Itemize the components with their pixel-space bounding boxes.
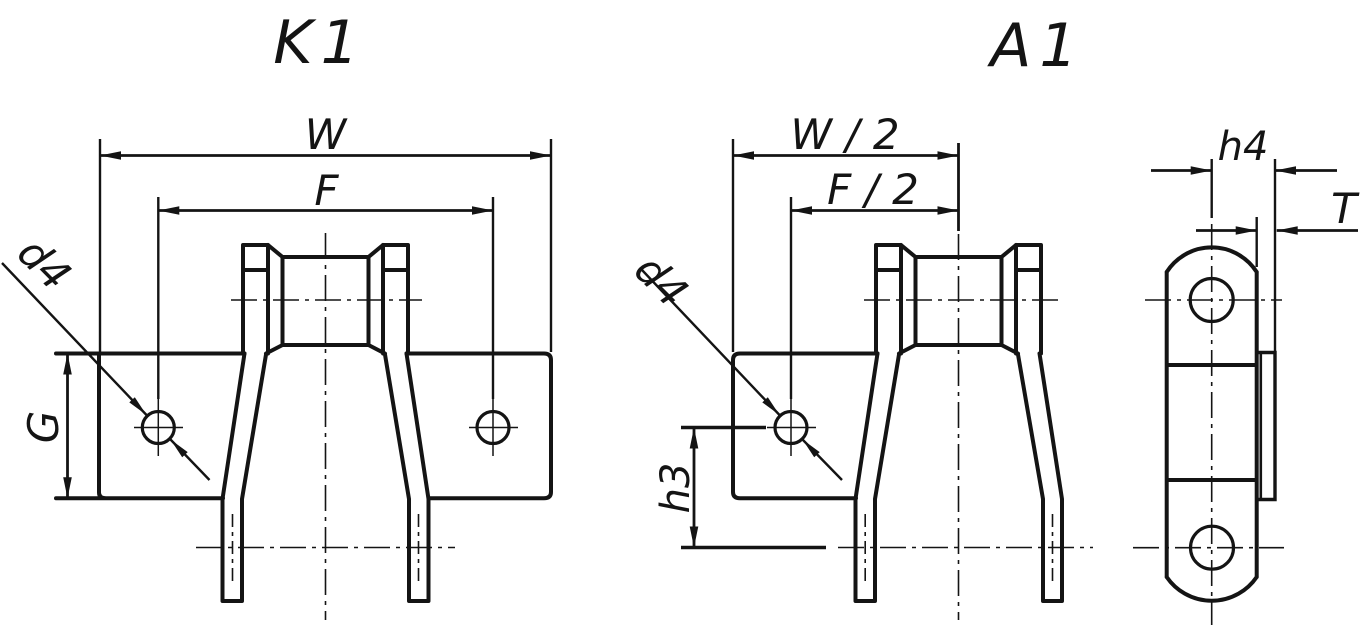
a1-f2-label: F / 2 <box>827 165 919 214</box>
k1-hole-center-marks <box>134 399 518 456</box>
side-pin-hole-bottom <box>1188 524 1236 571</box>
k1-extension-lines <box>98 139 553 399</box>
a1-extension-lines <box>731 139 793 399</box>
a1-attachment-view: A1 W / 2 F / 2 h3 d4 <box>625 11 1093 620</box>
side-pin-hole-top <box>1188 276 1235 324</box>
k1-dimension-arrowheads <box>63 151 551 499</box>
k1-view-title: K1 <box>273 8 367 78</box>
a1-d4-label: d4 <box>625 245 697 317</box>
k1-centerlines <box>196 233 455 620</box>
a1-view-title: A1 <box>986 11 1085 81</box>
k1-g-label: G <box>19 411 68 444</box>
a1-centerlines <box>838 234 1093 620</box>
k1-leg-centerline-ticks <box>231 514 420 584</box>
k1-w-label: W <box>305 110 348 159</box>
side-profile-view: h4 T <box>1133 124 1360 625</box>
k1-attachment-view: K1 W F G d4 <box>1 8 553 620</box>
side-bent-lug-edge <box>1256 350 1277 502</box>
a1-w2-label: W / 2 <box>790 110 899 159</box>
k1-d4-label: d4 <box>8 228 80 300</box>
a1-h3-label: h3 <box>653 463 699 514</box>
side-extension-lines <box>1210 159 1277 353</box>
k1-f-label: F <box>314 166 339 215</box>
a1-chain-link-outline <box>853 243 1064 603</box>
a1-h3-extension-lines <box>681 425 826 550</box>
k1-attachment-plates-outline <box>54 351 553 501</box>
side-dimension-arrowheads <box>1190 166 1298 235</box>
side-link-plate-outline <box>1164 245 1259 603</box>
a1-leg-centerline-ticks <box>864 514 1054 584</box>
side-t-label: T <box>1331 184 1360 233</box>
a1-hole-center-marks <box>767 399 816 456</box>
k1-chain-link-outline <box>220 243 431 603</box>
side-h4-label: h4 <box>1218 124 1269 170</box>
